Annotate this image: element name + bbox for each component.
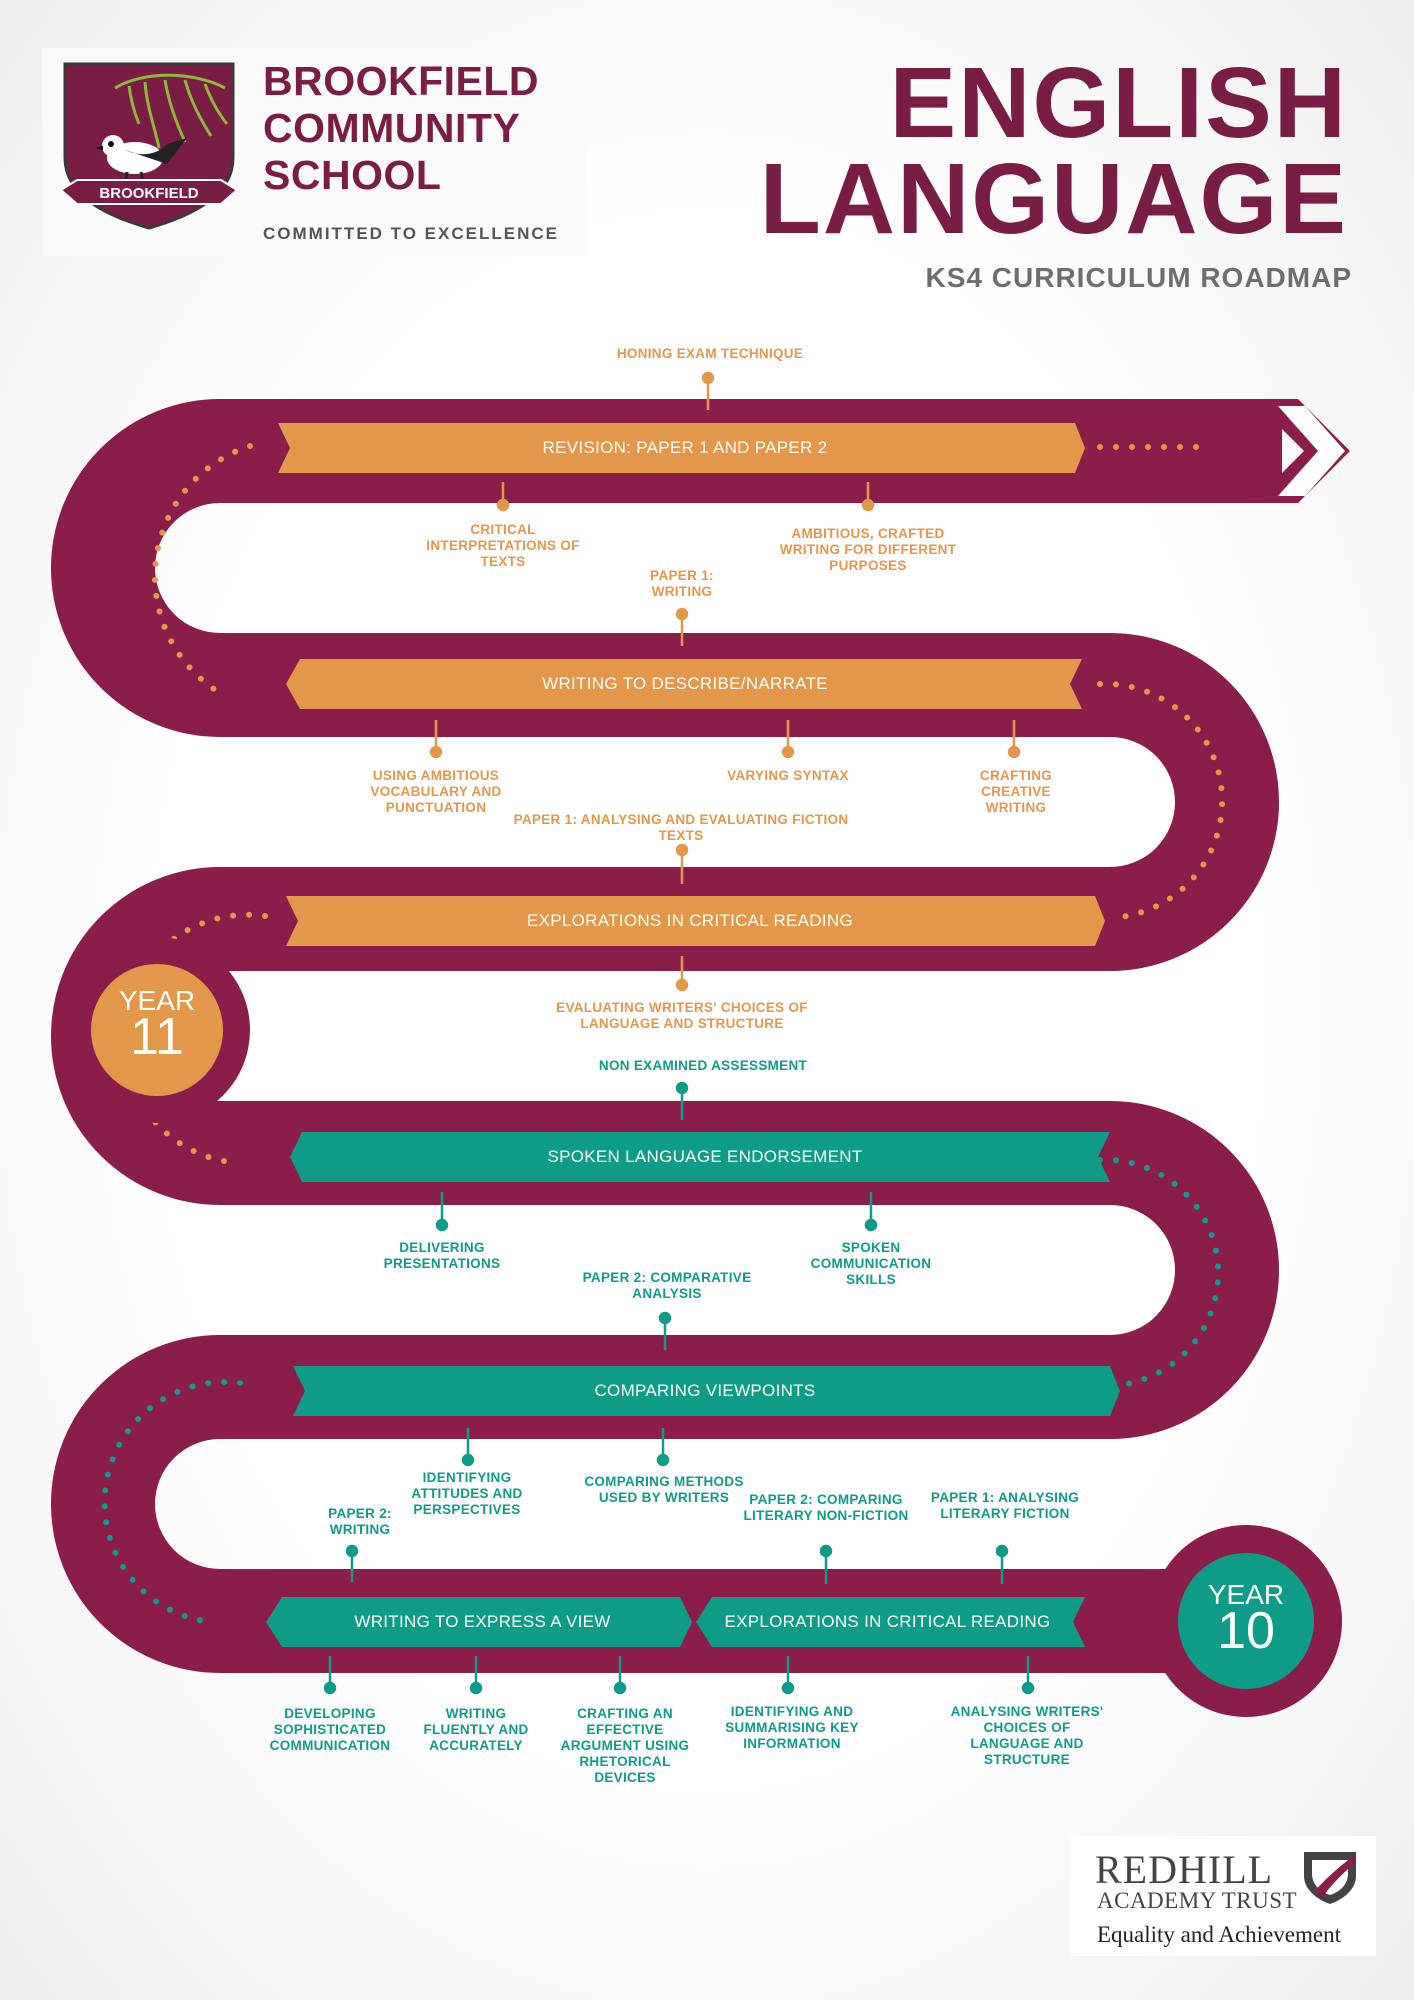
year-number: 10 (1217, 1602, 1275, 1660)
label-paper2-nonfiction: PAPER 2: COMPARING LITERARY NON-FICTION (743, 1492, 909, 1523)
school-name: BROOKFIELD COMMUNITY SCHOOL (263, 58, 593, 199)
trust-tagline: Equality and Achievement (1097, 1922, 1341, 1947)
label-delivering-presentations: DELIVERING PRESENTATIONS (383, 1240, 501, 1271)
label-identifying-summarising: IDENTIFYING AND SUMMARISING KEY INFORMAT… (725, 1704, 859, 1751)
year-10-badge: YEAR 10 (1186, 1579, 1306, 1660)
year-11-badge: YEAR 11 (97, 985, 217, 1066)
label-paper2-writing: PAPER 2: WRITING (328, 1506, 392, 1537)
label-nea: NON EXAMINED ASSESSMENT (598, 1058, 808, 1073)
label-analysing-choices: ANALYSING WRITERS' CHOICES OF LANGUAGE A… (950, 1704, 1104, 1767)
label-evaluating-choices: EVALUATING WRITERS' CHOICES OF LANGUAGE … (556, 1000, 808, 1031)
school-motto: COMMITTED TO EXCELLENCE (263, 224, 559, 243)
label-critical-interpretations: CRITICAL INTERPRETATIONS OF TEXTS (426, 522, 580, 569)
label-paper1-writing: PAPER 1: WRITING (650, 568, 714, 599)
label-spoken-skills: SPOKEN COMMUNICATION SKILLS (810, 1240, 932, 1287)
trust-shield-icon (1304, 1852, 1356, 1904)
banner-label: WRITING TO EXPRESS A VIEW (354, 1612, 611, 1631)
banner-describe (286, 659, 1082, 709)
banner-critical-reading-y11 (286, 896, 1105, 946)
label-paper1-fiction: PAPER 1: ANALYSING AND EVALUATING FICTIO… (513, 812, 849, 843)
banner-spoken (290, 1132, 1110, 1182)
trust-subtitle: ACADEMY TRUST (1097, 1888, 1298, 1913)
school-name-line: COMMUNITY (263, 105, 521, 151)
banner-critical-reading-y10 (696, 1597, 1085, 1647)
label-ambitious-vocab: USING AMBITIOUS VOCABULARY AND PUNCTUATI… (370, 768, 502, 815)
banner-label: COMPARING VIEWPOINTS (594, 1381, 816, 1400)
banner-label: EXPLORATIONS IN CRITICAL READING (526, 911, 854, 930)
banner-label: SPOKEN LANGUAGE ENDORSEMENT (547, 1147, 863, 1166)
school-name-line: BROOKFIELD (263, 58, 540, 104)
label-identifying-attitudes: IDENTIFYING ATTITUDES AND PERSPECTIVES (411, 1470, 523, 1517)
label-honing: HONING EXAM TECHNIQUE (616, 346, 804, 361)
page-subtitle: KS4 CURRICULUM ROADMAP (925, 262, 1352, 293)
label-comparing-methods: COMPARING METHODS USED BY WRITERS (584, 1474, 744, 1505)
banner-label: WRITING TO DESCRIBE/NARRATE (542, 674, 828, 693)
title-line: ENGLISH (889, 47, 1348, 159)
crest-text: BROOKFIELD (99, 185, 198, 202)
label-paper2-comparative: PAPER 2: COMPARATIVE ANALYSIS (582, 1270, 752, 1301)
label-developing-communication: DEVELOPING SOPHISTICATED COMMUNICATION (269, 1706, 391, 1753)
trust-name: REDHILL (1095, 1847, 1274, 1892)
label-crafting-creative: CRAFTING CREATIVE WRITING (979, 768, 1053, 815)
label-writing-fluently: WRITING FLUENTLY AND ACCURATELY (423, 1706, 529, 1753)
banner-viewpoints (293, 1366, 1120, 1416)
school-name-line: SCHOOL (263, 152, 442, 198)
banner-express-view (266, 1597, 692, 1647)
label-ambitious-writing: AMBITIOUS, CRAFTED WRITING FOR DIFFERENT… (779, 526, 957, 573)
year-label: YEAR (1207, 1579, 1285, 1610)
banner-label: EXPLORATIONS IN CRITICAL READING (724, 1612, 1051, 1631)
year-number: 11 (130, 1008, 184, 1066)
label-paper1-literary-fiction: PAPER 1: ANALYSING LITERARY FICTION (930, 1490, 1080, 1521)
banner-label: REVISION: PAPER 1 AND PAPER 2 (542, 438, 828, 457)
school-crest-icon: BROOKFIELD (59, 62, 239, 230)
label-varying-syntax: VARYING SYNTAX (727, 768, 849, 783)
title-line: LANGUAGE (759, 143, 1348, 255)
banner-revision (278, 423, 1085, 473)
label-crafting-argument: CRAFTING AN EFFECTIVE ARGUMENT USING RHE… (560, 1706, 690, 1785)
page-title: ENGLISH LANGUAGE (759, 47, 1348, 255)
year-label: YEAR (118, 985, 196, 1016)
